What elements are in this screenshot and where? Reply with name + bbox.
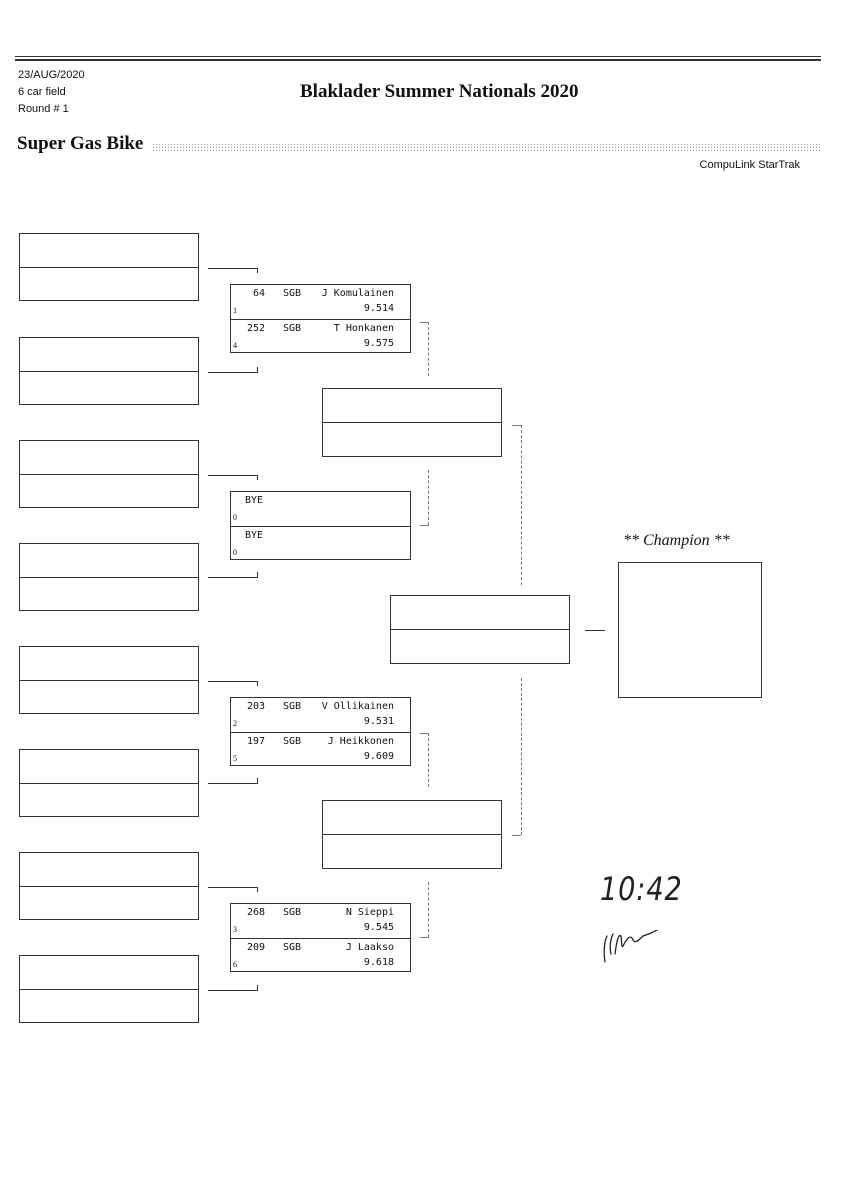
seed: 6 (233, 960, 237, 969)
date: 23/AUG/2020 (18, 69, 85, 81)
connector (420, 733, 429, 734)
connector (257, 985, 258, 990)
connector (420, 525, 429, 526)
seed: 2 (233, 719, 237, 728)
seed: 1 (233, 306, 237, 315)
connector (521, 425, 522, 585)
seed: 3 (233, 925, 237, 934)
entry-number: 197 (246, 736, 265, 747)
entry-number: 203 (246, 701, 265, 712)
connector (257, 887, 258, 892)
connector (257, 475, 258, 480)
seed: 0 (233, 513, 237, 522)
lane: 197 SGB J Heikkonen 9.609 5 (231, 732, 410, 767)
connector (428, 882, 429, 937)
connector (257, 778, 258, 783)
connector (208, 475, 258, 476)
racer-name: V Ollikainen (321, 701, 394, 712)
racer-name: T Honkanen (333, 323, 394, 334)
entry-number: 209 (246, 942, 265, 953)
entry-number: 64 (252, 288, 265, 299)
elapsed-time: 9.531 (363, 716, 394, 727)
connector (257, 681, 258, 686)
empty-slot-box (19, 749, 199, 817)
connector (257, 572, 258, 577)
top-rule-thick (15, 59, 821, 61)
lane: 252 SGB T Honkanen 9.575 4 (231, 319, 410, 354)
class-name: Super Gas Bike (17, 133, 144, 154)
racer-name: N Sieppi (345, 907, 394, 918)
empty-slot-box (19, 955, 199, 1023)
entry-class: SGB (283, 323, 302, 334)
connector (521, 678, 522, 835)
match-box: 268 SGB N Sieppi 9.545 3 209 SGB J Laaks… (230, 903, 411, 972)
connector (428, 470, 429, 525)
racer-name: J Heikkonen (327, 736, 394, 747)
connector (428, 322, 429, 376)
round2-box (322, 800, 502, 869)
match-box: 64 SGB J Komulainen 9.514 1 252 SGB T Ho… (230, 284, 411, 353)
final-box (390, 595, 570, 664)
connector (420, 322, 429, 323)
connector (257, 367, 258, 372)
entry-number: 252 (246, 323, 265, 334)
entry-class: SGB (283, 907, 302, 918)
racer-name: J Laakso (345, 942, 394, 953)
lane: 203 SGB V Ollikainen 9.531 2 (231, 698, 410, 732)
empty-slot-box (19, 440, 199, 508)
lane: 268 SGB N Sieppi 9.545 3 (231, 904, 410, 938)
entry-number: BYE (245, 495, 264, 506)
elapsed-time: 9.609 (363, 751, 394, 762)
software-name: CompuLink StarTrak (699, 159, 800, 171)
entry-class: SGB (283, 736, 302, 747)
lane: BYE 0 (231, 526, 410, 561)
entry-class: SGB (283, 701, 302, 712)
connector (585, 630, 605, 631)
connector (428, 733, 429, 787)
signature-mark (603, 930, 659, 963)
round: Round # 1 (18, 103, 69, 115)
racer-name: J Komulainen (321, 288, 394, 299)
connector (512, 835, 521, 836)
elapsed-time: 9.575 (363, 338, 394, 349)
connector (208, 887, 258, 888)
empty-slot-box (19, 646, 199, 714)
entry-class: SGB (283, 942, 302, 953)
field-size: 6 car field (18, 86, 66, 98)
round2-box (322, 388, 502, 457)
lane: 209 SGB J Laakso 9.618 6 (231, 938, 410, 973)
event-title: Blaklader Summer Nationals 2020 (300, 81, 579, 102)
connector (257, 268, 258, 273)
entry-number: BYE (245, 530, 264, 541)
connector (208, 681, 258, 682)
seed: 4 (233, 341, 237, 350)
empty-slot-box (19, 852, 199, 920)
elapsed-time: 9.618 (363, 957, 394, 968)
elapsed-time: 9.545 (363, 922, 394, 933)
connector (208, 577, 258, 578)
champion-box (618, 562, 762, 698)
connector (208, 372, 258, 373)
empty-slot-box (19, 337, 199, 405)
elapsed-time: 9.514 (363, 303, 394, 314)
connector (208, 783, 258, 784)
empty-slot-box (19, 233, 199, 301)
empty-slot-box (19, 543, 199, 611)
seed: 0 (233, 548, 237, 557)
lane: 64 SGB J Komulainen 9.514 1 (231, 285, 410, 319)
connector (420, 937, 429, 938)
connector (208, 990, 258, 991)
dotted-rule (152, 143, 820, 153)
connector (512, 425, 521, 426)
seed: 5 (233, 754, 237, 763)
top-rule (15, 56, 821, 57)
champion-label: ** Champion ** (623, 532, 730, 549)
handwritten-time: 10:42 (600, 870, 683, 908)
match-box: BYE 0 BYE 0 (230, 491, 411, 560)
lane: BYE 0 (231, 492, 410, 526)
entry-number: 268 (246, 907, 265, 918)
entry-class: SGB (283, 288, 302, 299)
match-box: 203 SGB V Ollikainen 9.531 2 197 SGB J H… (230, 697, 411, 766)
connector (208, 268, 258, 269)
